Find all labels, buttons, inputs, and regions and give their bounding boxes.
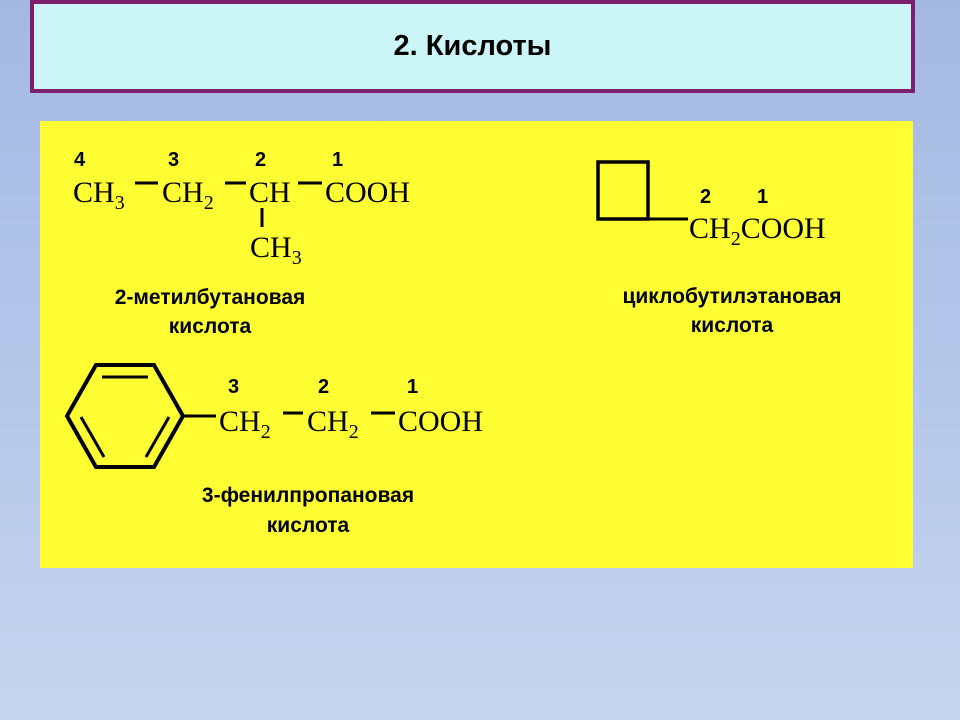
cyclobutane-ring [596, 160, 650, 221]
locant-1: 1 [757, 186, 768, 208]
molecule-name: 3-фенилпропановая [202, 484, 414, 507]
subscript: 2 [731, 228, 741, 250]
atom-group-text: CH [307, 405, 349, 438]
molecule-name-suffix: кислота [267, 514, 350, 537]
molecule-name-suffix: кислота [691, 314, 774, 337]
benzene-ring [64, 363, 186, 469]
atom-group-cooh: COOH [741, 212, 826, 245]
locant-1: 1 [407, 376, 418, 398]
atom-group-ch3: CH3 [73, 176, 125, 214]
atom-group-text: CH [219, 405, 261, 438]
atom-group-ch2: CH2 [307, 405, 359, 443]
molecule-name-suffix: кислота [169, 315, 252, 338]
subscript: 2 [349, 421, 359, 443]
double-bond [79, 416, 106, 458]
slide-title-box: 2. Кислоты [30, 0, 915, 93]
atom-group-ch2: CH2 [162, 176, 214, 214]
atom-group-text: CH [689, 212, 731, 245]
formula-panel: 4 3 2 1 CH3 CH2 CH COOH CH3 2-метилбутан… [40, 121, 913, 568]
atom-group-cooh: COOH [325, 176, 410, 209]
subscript: 2 [204, 192, 214, 214]
atom-group-ch2: CH2 [219, 405, 271, 443]
subscript: 3 [292, 247, 302, 269]
double-bond [144, 416, 171, 458]
subscript: 2 [261, 421, 271, 443]
atom-group-text: CH [73, 176, 115, 209]
atom-group-text: CH [250, 231, 292, 264]
molecule-name: циклобутилэтановая [622, 285, 841, 308]
locant-2: 2 [700, 186, 711, 208]
atom-group-ch2: CH2COOH [689, 212, 826, 250]
slide-title: 2. Кислоты [393, 30, 552, 62]
atom-group-ch: CH [249, 176, 291, 209]
molecule-name: 2-метилбутановая [115, 286, 306, 309]
subscript: 3 [115, 192, 125, 214]
molecule-cyclobutylethanoic-acid: 2 1 CH2COOH циклобутилэтановая кислота [596, 160, 842, 337]
atom-group-cooh: COOH [398, 405, 483, 438]
locant-2: 2 [255, 149, 266, 171]
atom-group-text: CH [162, 176, 204, 209]
locant-4: 4 [74, 149, 86, 171]
formulas-svg: 4 3 2 1 CH3 CH2 CH COOH CH3 2-метилбутан… [64, 149, 842, 537]
molecule-3-phenylpropanoic-acid: 3 2 1 CH2 CH2 COOH 3-фенилпропановая кис… [64, 363, 483, 537]
atom-group-ch3-branch: CH3 [250, 231, 302, 269]
locant-1: 1 [332, 149, 343, 171]
locant-3: 3 [228, 376, 239, 398]
locant-2: 2 [318, 376, 329, 398]
molecule-2-methylbutanoic-acid: 4 3 2 1 CH3 CH2 CH COOH CH3 2-метилбутан… [73, 149, 410, 338]
locant-3: 3 [168, 149, 179, 171]
